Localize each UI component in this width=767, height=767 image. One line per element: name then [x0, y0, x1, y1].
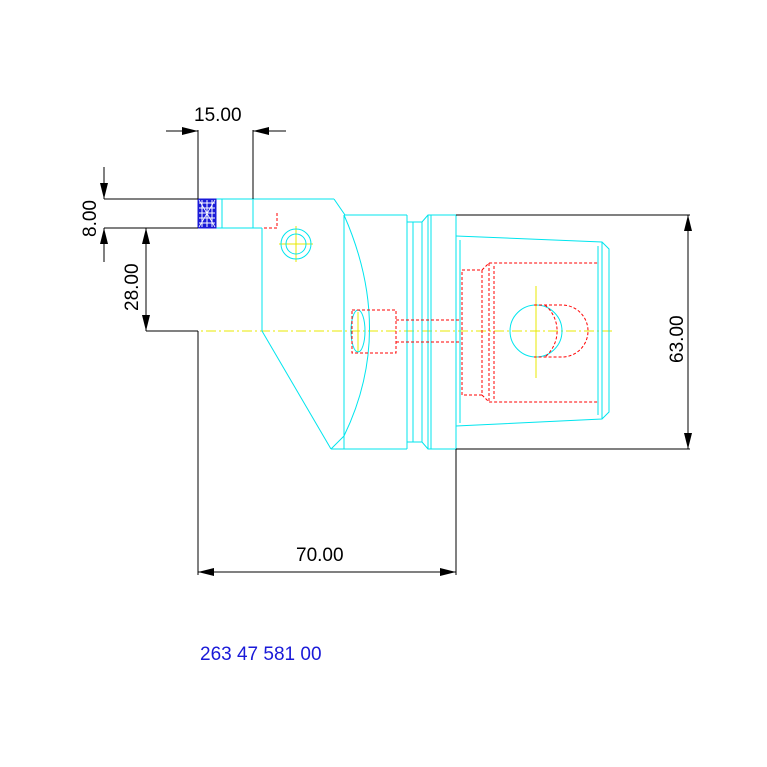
hidden-lines	[264, 213, 598, 403]
dimension-lines	[100, 127, 692, 576]
dim-height-overall: 63.00	[667, 315, 688, 363]
dim-width-top: 15.00	[194, 105, 242, 126]
section-hatch	[197, 198, 217, 229]
dim-length-overall: 70.00	[296, 545, 344, 566]
dim-height-small: 8.00	[80, 200, 101, 237]
part-outline	[198, 198, 610, 450]
centerlines	[188, 226, 612, 378]
part-number: 263 47 581 00	[200, 644, 322, 665]
dim-height-to-axis: 28.00	[122, 263, 143, 311]
